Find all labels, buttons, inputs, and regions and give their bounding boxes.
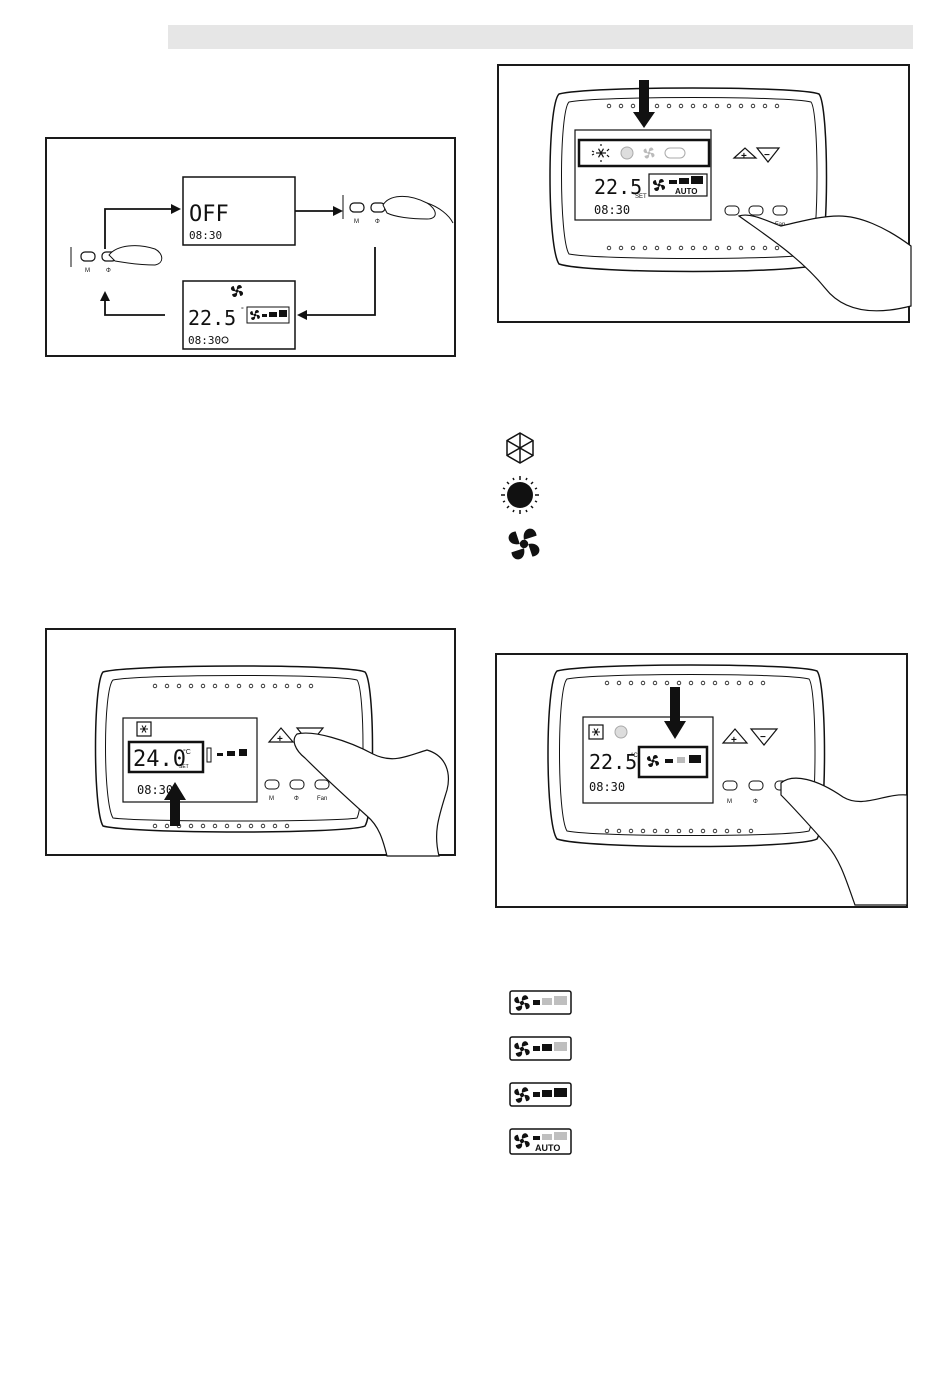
svg-text:SET: SET [635, 194, 647, 200]
button-pair-left: M Φ [71, 246, 162, 274]
off-screen: OFF 08:30 [183, 177, 295, 245]
svg-text:M: M [727, 799, 732, 805]
svg-text:°C: °C [183, 748, 191, 756]
on-screen: 22.5 ° 08:30 [183, 281, 295, 349]
svg-text:−: − [760, 732, 766, 743]
on-temp: 22.5 [188, 306, 236, 330]
fan-speed-medium [509, 1036, 573, 1062]
svg-text:Fan: Fan [317, 796, 327, 802]
mode-legend-fan [504, 524, 544, 564]
sun-icon [501, 476, 539, 514]
svg-text:M: M [354, 219, 359, 225]
svg-text:+: + [741, 151, 747, 162]
svg-text:°C: °C [631, 753, 638, 759]
svg-text:08:30: 08:30 [589, 780, 625, 794]
svg-text:+: + [731, 735, 737, 746]
svg-text:Φ: Φ [106, 268, 111, 274]
snowflake-icon [507, 433, 533, 463]
fan-panel-temp: 22.5 [589, 750, 637, 774]
mode-legend-heat [500, 476, 540, 514]
off-clock: 08:30 [189, 229, 222, 242]
svg-text:Φ: Φ [753, 799, 758, 805]
svg-text:+: + [277, 734, 283, 745]
panel-fan-speed: 22.5 °C 08:30 + − M Φ [495, 653, 908, 908]
svg-text:Φ: Φ [375, 219, 380, 225]
svg-text:M: M [85, 268, 90, 274]
sun-icon-dim [615, 726, 627, 738]
panel-mode-select: 22.5 SET AUTO 08:30 + − Fan [497, 64, 910, 323]
fan-icon [509, 529, 540, 560]
svg-text:AUTO: AUTO [675, 187, 698, 196]
header-bar [168, 25, 913, 49]
svg-text:°: ° [241, 306, 244, 314]
sun-icon-dim [621, 147, 633, 159]
svg-text:M: M [269, 796, 274, 802]
svg-text:Φ: Φ [294, 796, 299, 802]
svg-text:SET: SET [179, 764, 189, 770]
svg-text:−: − [764, 150, 770, 161]
on-clock: 08:30 [188, 334, 221, 347]
panel-temp-set: 24.0 °C SET 08:30 + − M Φ Fan [45, 628, 456, 856]
fan-speed-high [509, 1082, 573, 1108]
button-pair-right: M Φ [343, 195, 453, 225]
off-text: OFF [189, 202, 229, 227]
fan-speed-low [509, 990, 573, 1016]
svg-text:08:30: 08:30 [594, 203, 630, 217]
mode-legend-cool [500, 430, 540, 466]
auto-label: AUTO [535, 1143, 560, 1153]
panel-power-flow: OFF 08:30 22.5 ° [45, 137, 456, 357]
fan-speed-auto: AUTO [509, 1128, 573, 1156]
